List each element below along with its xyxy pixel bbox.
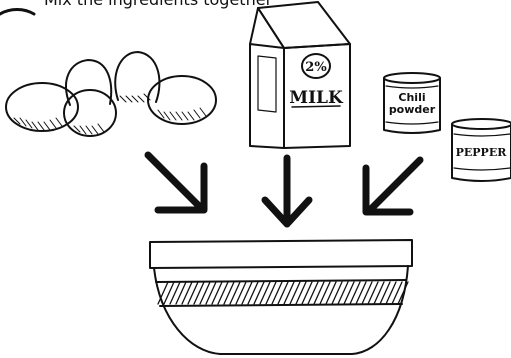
hatch-line bbox=[344, 282, 354, 304]
carton-side bbox=[250, 44, 284, 148]
hatch-line bbox=[332, 282, 342, 304]
hatch-line bbox=[308, 282, 318, 304]
hatch-line bbox=[206, 282, 216, 304]
hatch-line bbox=[362, 282, 372, 304]
step-text: Mix the ingredients together bbox=[44, 0, 273, 9]
hatch-line bbox=[224, 282, 234, 304]
down-arrow-icon bbox=[366, 160, 420, 212]
hatch-line bbox=[194, 282, 204, 304]
down-arrow-icon bbox=[265, 158, 309, 224]
hatch-line bbox=[356, 282, 366, 304]
egg bbox=[64, 90, 116, 136]
bowl-hatch bbox=[158, 282, 408, 304]
hatch-line bbox=[338, 282, 348, 304]
arrows bbox=[148, 155, 420, 224]
hatch-line bbox=[260, 282, 270, 304]
hatch-line bbox=[290, 282, 300, 304]
down-arrow-icon bbox=[148, 155, 204, 210]
hatch-line bbox=[164, 282, 174, 304]
hatch-line bbox=[230, 282, 240, 304]
hatch-line bbox=[242, 282, 252, 304]
hatch-line bbox=[200, 282, 210, 304]
bowl-body bbox=[154, 266, 408, 354]
hatch-line bbox=[278, 282, 288, 304]
hatch-line bbox=[254, 282, 264, 304]
fat-badge-text: 2% bbox=[305, 60, 327, 75]
hatch-line bbox=[284, 282, 294, 304]
hatch-line bbox=[176, 282, 186, 304]
hatch-line bbox=[302, 282, 312, 304]
header: Mix the ingredients together bbox=[0, 0, 273, 14]
hatch-line bbox=[266, 282, 276, 304]
hatch-line bbox=[314, 282, 324, 304]
hatch-line bbox=[386, 282, 396, 304]
hatch-line bbox=[326, 282, 336, 304]
hatch-line bbox=[320, 282, 330, 304]
eggs-icon bbox=[6, 52, 216, 136]
hatch-line bbox=[170, 282, 180, 304]
hatch-line bbox=[368, 282, 378, 304]
bowl-rim bbox=[150, 240, 412, 268]
hatch-line bbox=[188, 282, 198, 304]
chili-label-line2: powder bbox=[389, 103, 436, 116]
hatch-line bbox=[392, 282, 402, 304]
egg bbox=[115, 52, 159, 102]
pepper-label: PEPPER bbox=[456, 146, 508, 159]
hatch-line bbox=[380, 282, 390, 304]
hatch-line bbox=[374, 282, 384, 304]
mixing-bowl-icon bbox=[150, 240, 412, 354]
hatch-line bbox=[272, 282, 282, 304]
step-number-icon bbox=[0, 10, 34, 15]
hatch-line bbox=[296, 282, 306, 304]
hatch-line bbox=[236, 282, 246, 304]
egg bbox=[148, 76, 216, 124]
hatch-line bbox=[212, 282, 222, 304]
hatch-line bbox=[248, 282, 258, 304]
hatch-line bbox=[182, 282, 192, 304]
egg bbox=[66, 60, 111, 105]
hatch-line bbox=[218, 282, 228, 304]
pepper-can-icon: PEPPER bbox=[452, 119, 511, 181]
hatch-line bbox=[350, 282, 360, 304]
chili-powder-can-icon: Chili powder bbox=[384, 73, 440, 133]
milk-label: MILK bbox=[289, 88, 344, 108]
milk-carton-icon: 2% MILK bbox=[250, 2, 350, 148]
